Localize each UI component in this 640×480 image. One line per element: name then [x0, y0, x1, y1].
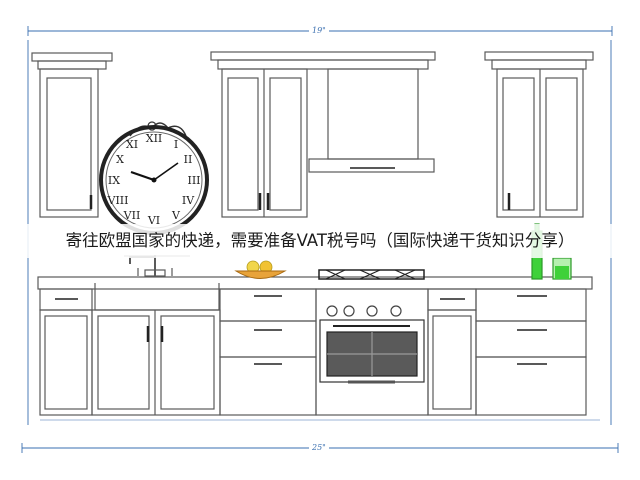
countertop	[37, 276, 593, 290]
dimension-label-top: 19"	[309, 26, 329, 36]
svg-text:I: I	[174, 138, 178, 151]
svg-text:XI: XI	[126, 138, 138, 151]
upper-cabinet-right	[484, 51, 594, 218]
fruit-bowl-icon	[234, 260, 287, 279]
oven	[315, 288, 429, 416]
drawer-cabinet-left	[219, 288, 317, 416]
svg-text:V: V	[171, 209, 181, 222]
svg-text:X: X	[116, 153, 124, 166]
svg-text:III: III	[187, 174, 200, 187]
caption-text: 寄往欧盟国家的快递，需要准备VAT税号吗（国际快递干货知识分享）	[65, 231, 575, 250]
upper-cabinet-center	[210, 51, 436, 218]
upper-cabinet-left	[31, 52, 113, 218]
range-hood	[308, 158, 435, 173]
svg-text:VII: VII	[123, 209, 141, 222]
gas-burner-icon	[318, 269, 425, 280]
caption-band	[0, 224, 640, 258]
range-hood-chimney	[327, 68, 419, 160]
sink-base-cabinet	[91, 283, 221, 416]
wall-clock-icon: XII I II III IV V VI VII VIII IX X XI	[99, 121, 209, 235]
base-cabinet-narrow-right	[427, 288, 477, 416]
svg-text:IV: IV	[182, 194, 195, 207]
svg-text:VI: VI	[147, 214, 160, 227]
dimension-label-bottom: 25"	[309, 443, 329, 453]
farmhouse-sink	[94, 283, 220, 311]
svg-text:XII: XII	[146, 132, 163, 145]
faucet-icon	[124, 255, 190, 277]
svg-text:II: II	[184, 153, 193, 166]
svg-text:VIII: VIII	[107, 194, 129, 207]
drawer-cabinet-right	[475, 288, 587, 416]
svg-text:IX: IX	[108, 174, 120, 187]
base-cabinet-far-left	[39, 288, 93, 416]
